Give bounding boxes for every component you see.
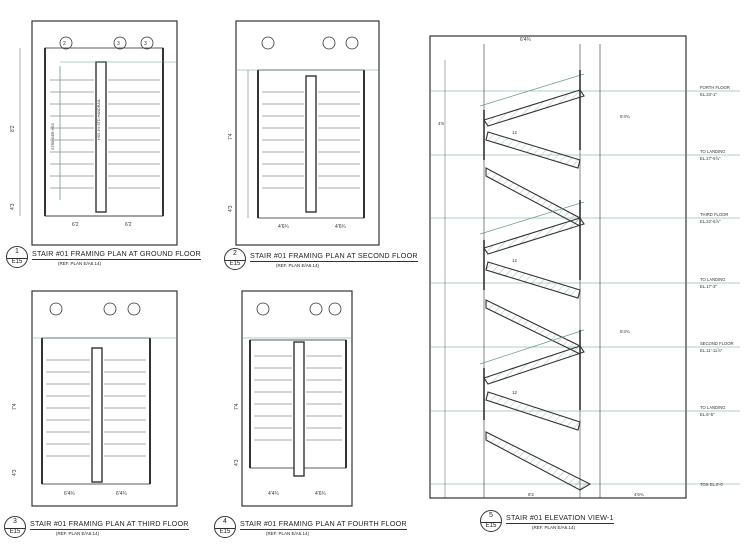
plan2-dim-left: 4'6¾ <box>278 224 290 230</box>
level-name-4: SECOND FLOOR <box>700 341 734 346</box>
plan-ground-floor <box>19 20 178 246</box>
grid-tag-c: 3 <box>144 41 147 47</box>
caption-plan-3: 3 E15 STAIR #01 FRAMING PLAN AT THIRD FL… <box>4 516 204 538</box>
sheet-number: E15 <box>7 258 27 265</box>
elevation-view <box>429 35 740 499</box>
level-el-4: EL.11'-11⅞" <box>700 348 723 353</box>
sheet-number: E15 <box>481 522 501 529</box>
drawing-ref: (REF. PLAN E/A6.14) <box>266 531 310 536</box>
level-name-2: THIRD FLOOR <box>700 212 728 217</box>
level-el-1: EL.27'-9⅞" <box>700 156 721 161</box>
drawing-title: STAIR #01 FRAMING PLAN AT FOURTH FLOOR <box>240 519 407 530</box>
elev-dim-left-rail: 4'6 <box>438 121 444 126</box>
plan3-dim-height: 7'4 <box>12 403 18 410</box>
plan2-dim-height: 7'4 <box>228 133 234 140</box>
detail-number: 5 <box>489 512 493 519</box>
level-el-5: EL.6'-5" <box>700 412 715 417</box>
sheet-number: E15 <box>215 528 235 535</box>
elev-riser-2: 12 <box>512 258 518 263</box>
caption-plan-1: 1 E15 STAIR #01 FRAMING PLAN AT GROUND F… <box>6 246 206 268</box>
detail-number: 2 <box>233 250 237 257</box>
plan4-dim-height: 7'4 <box>234 403 240 410</box>
detail-bubble: 1 E15 <box>6 246 28 268</box>
plan4-dim-right: 4'6¾ <box>315 491 327 497</box>
plan1-dim-low: 4'3 <box>10 203 16 210</box>
level-name-0: FORTH FLOOR <box>700 85 730 90</box>
drawing-title: STAIR #01 FRAMING PLAN AT SECOND FLOOR <box>250 251 418 262</box>
plan1-dim-right: 6'2 <box>125 222 132 228</box>
grid-tag-a: 2 <box>63 41 66 47</box>
drawing-title: STAIR #01 FRAMING PLAN AT THIRD FLOOR <box>30 519 189 530</box>
sheet-number: E15 <box>5 528 25 535</box>
plan-third-floor <box>31 290 178 507</box>
elev-dim-run: 8'2 <box>528 492 534 497</box>
level-name-3: TO LANDING <box>700 277 726 282</box>
level-name-1: TO LANDING <box>700 149 726 154</box>
level-el-3: EL.17'-3" <box>700 284 717 289</box>
plan4-dim-low: 4'3 <box>234 459 240 466</box>
drawing-title: STAIR #01 FRAMING PLAN AT GROUND FLOOR <box>32 249 201 260</box>
elev-riser-1: 12 <box>512 130 518 135</box>
detail-bubble: 3 E15 <box>4 516 26 538</box>
drawing-ref: (REF. PLAN E/A6.14) <box>58 261 102 266</box>
caption-plan-2: 2 E15 STAIR #01 FRAMING PLAN AT SECOND F… <box>224 248 424 270</box>
plan3-dim-left: 6'4¾ <box>64 491 76 497</box>
plan1-dim-height: 8'2 <box>10 125 16 132</box>
elev-dim-top: 6'4¾ <box>520 37 532 43</box>
detail-bubble: 5 E15 <box>480 510 502 532</box>
handrail-label: HSS 1½ STD HANDRAIL <box>97 99 101 140</box>
level-name-6: TOS EL.0'-0 <box>700 482 724 487</box>
level-el-2: EL.22'-6⅞" <box>700 219 721 224</box>
detail-number: 1 <box>15 248 19 255</box>
elev-dim-mid: 6'4¾ <box>620 114 630 119</box>
elev-dim-right-rail: 4'6¾ <box>634 492 644 497</box>
elev-dim-landing: 5'4¾ <box>620 329 630 334</box>
level-el-0: EL.33'-1" <box>700 92 717 97</box>
plan-second-floor <box>235 20 380 246</box>
detail-bubble: 2 E15 <box>224 248 246 270</box>
plan-fourth-floor <box>241 290 353 507</box>
drawing-ref: (REF. PLAN E/A6.14) <box>56 531 100 536</box>
plan3-dim-low: 4'3 <box>12 469 18 476</box>
plan2-dim-right: 4'6¾ <box>335 224 347 230</box>
level-labels: FORTH FLOOR EL.33'-1" TO LANDING EL.27'-… <box>700 85 734 487</box>
detail-number: 4 <box>223 518 227 525</box>
level-name-5: TO LANDING <box>700 405 726 410</box>
stringer-label: STRINGER HSS <box>51 122 55 150</box>
caption-plan-4: 4 E15 STAIR #01 FRAMING PLAN AT FOURTH F… <box>214 516 414 538</box>
plan1-dim-left: 6'2 <box>72 222 79 228</box>
plan4-dim-left: 4'4¾ <box>268 491 280 497</box>
plan3-dim-right: 6'4¾ <box>116 491 128 497</box>
elev-riser-3: 12 <box>512 390 518 395</box>
detail-number: 3 <box>13 518 17 525</box>
detail-bubble: 4 E15 <box>214 516 236 538</box>
sheet-number: E15 <box>225 260 245 267</box>
drawing-ref: (REF. PLAN E/A6.14) <box>532 525 576 530</box>
drawing-title: STAIR #01 ELEVATION VIEW-1 <box>506 513 614 524</box>
grid-tag-b: 3 <box>117 41 120 47</box>
caption-elevation: 5 E15 STAIR #01 ELEVATION VIEW-1 (REF. P… <box>480 510 680 532</box>
drawing-ref: (REF. PLAN E/A6.14) <box>276 263 320 268</box>
plan2-dim-low: 4'3 <box>228 205 234 212</box>
